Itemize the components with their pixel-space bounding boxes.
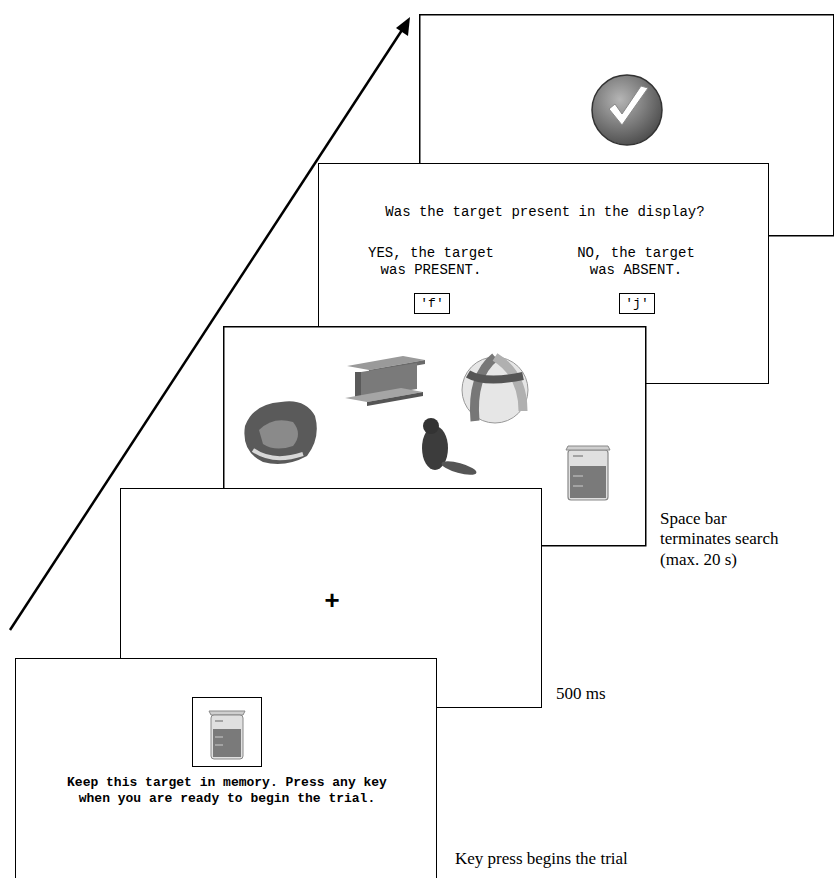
instruction-text: Keep this target in memory. Press any ke… — [52, 775, 402, 808]
fixation-cross: + — [302, 589, 362, 615]
meat-picture — [244, 401, 316, 464]
step-annotation: Space bar terminates search (max. 20 s) — [660, 509, 796, 570]
key-box: 'f' — [414, 293, 449, 314]
step-annotation: 500 ms — [556, 684, 656, 704]
beaker-picture — [566, 446, 610, 500]
question-text: Was the target present in the display? — [335, 204, 755, 221]
arrow-head — [396, 17, 410, 36]
key-box: 'j' — [619, 293, 654, 314]
option-text: YES, the target was PRESENT. — [361, 245, 501, 279]
memory-screen: Keep this target in memory. Press any ke… — [15, 658, 437, 878]
target-picture — [192, 697, 262, 767]
ball-picture — [462, 357, 528, 423]
check-mark — [609, 86, 648, 125]
beaver-picture — [422, 418, 478, 477]
beam-picture — [345, 356, 425, 406]
key-label: 'j' — [625, 296, 648, 311]
key-label: 'f' — [420, 296, 443, 311]
option-text: NO, the target was ABSENT. — [566, 245, 706, 279]
check-icon — [592, 75, 662, 145]
step-annotation: Key press begins the trial — [455, 849, 695, 869]
